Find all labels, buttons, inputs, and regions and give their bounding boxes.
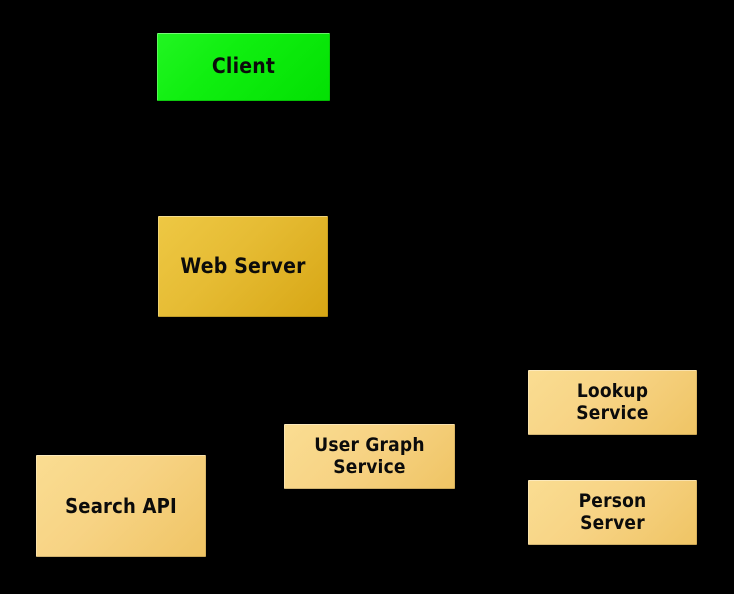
node-label-user-graph-service: User Graph Service [314, 434, 425, 478]
node-search-api[interactable]: Search API [36, 455, 206, 557]
node-label-lookup-service: Lookup Service [576, 380, 649, 424]
node-web-server[interactable]: Web Server [158, 216, 328, 317]
node-client[interactable]: Client [157, 33, 330, 101]
node-person-server[interactable]: Person Server [528, 480, 697, 545]
node-lookup-service[interactable]: Lookup Service [528, 370, 697, 435]
node-label-client: Client [211, 54, 276, 79]
node-label-search-api: Search API [65, 493, 177, 518]
node-user-graph-service[interactable]: User Graph Service [284, 424, 455, 489]
node-label-person-server: Person Server [578, 490, 647, 534]
node-label-web-server: Web Server [180, 253, 306, 278]
